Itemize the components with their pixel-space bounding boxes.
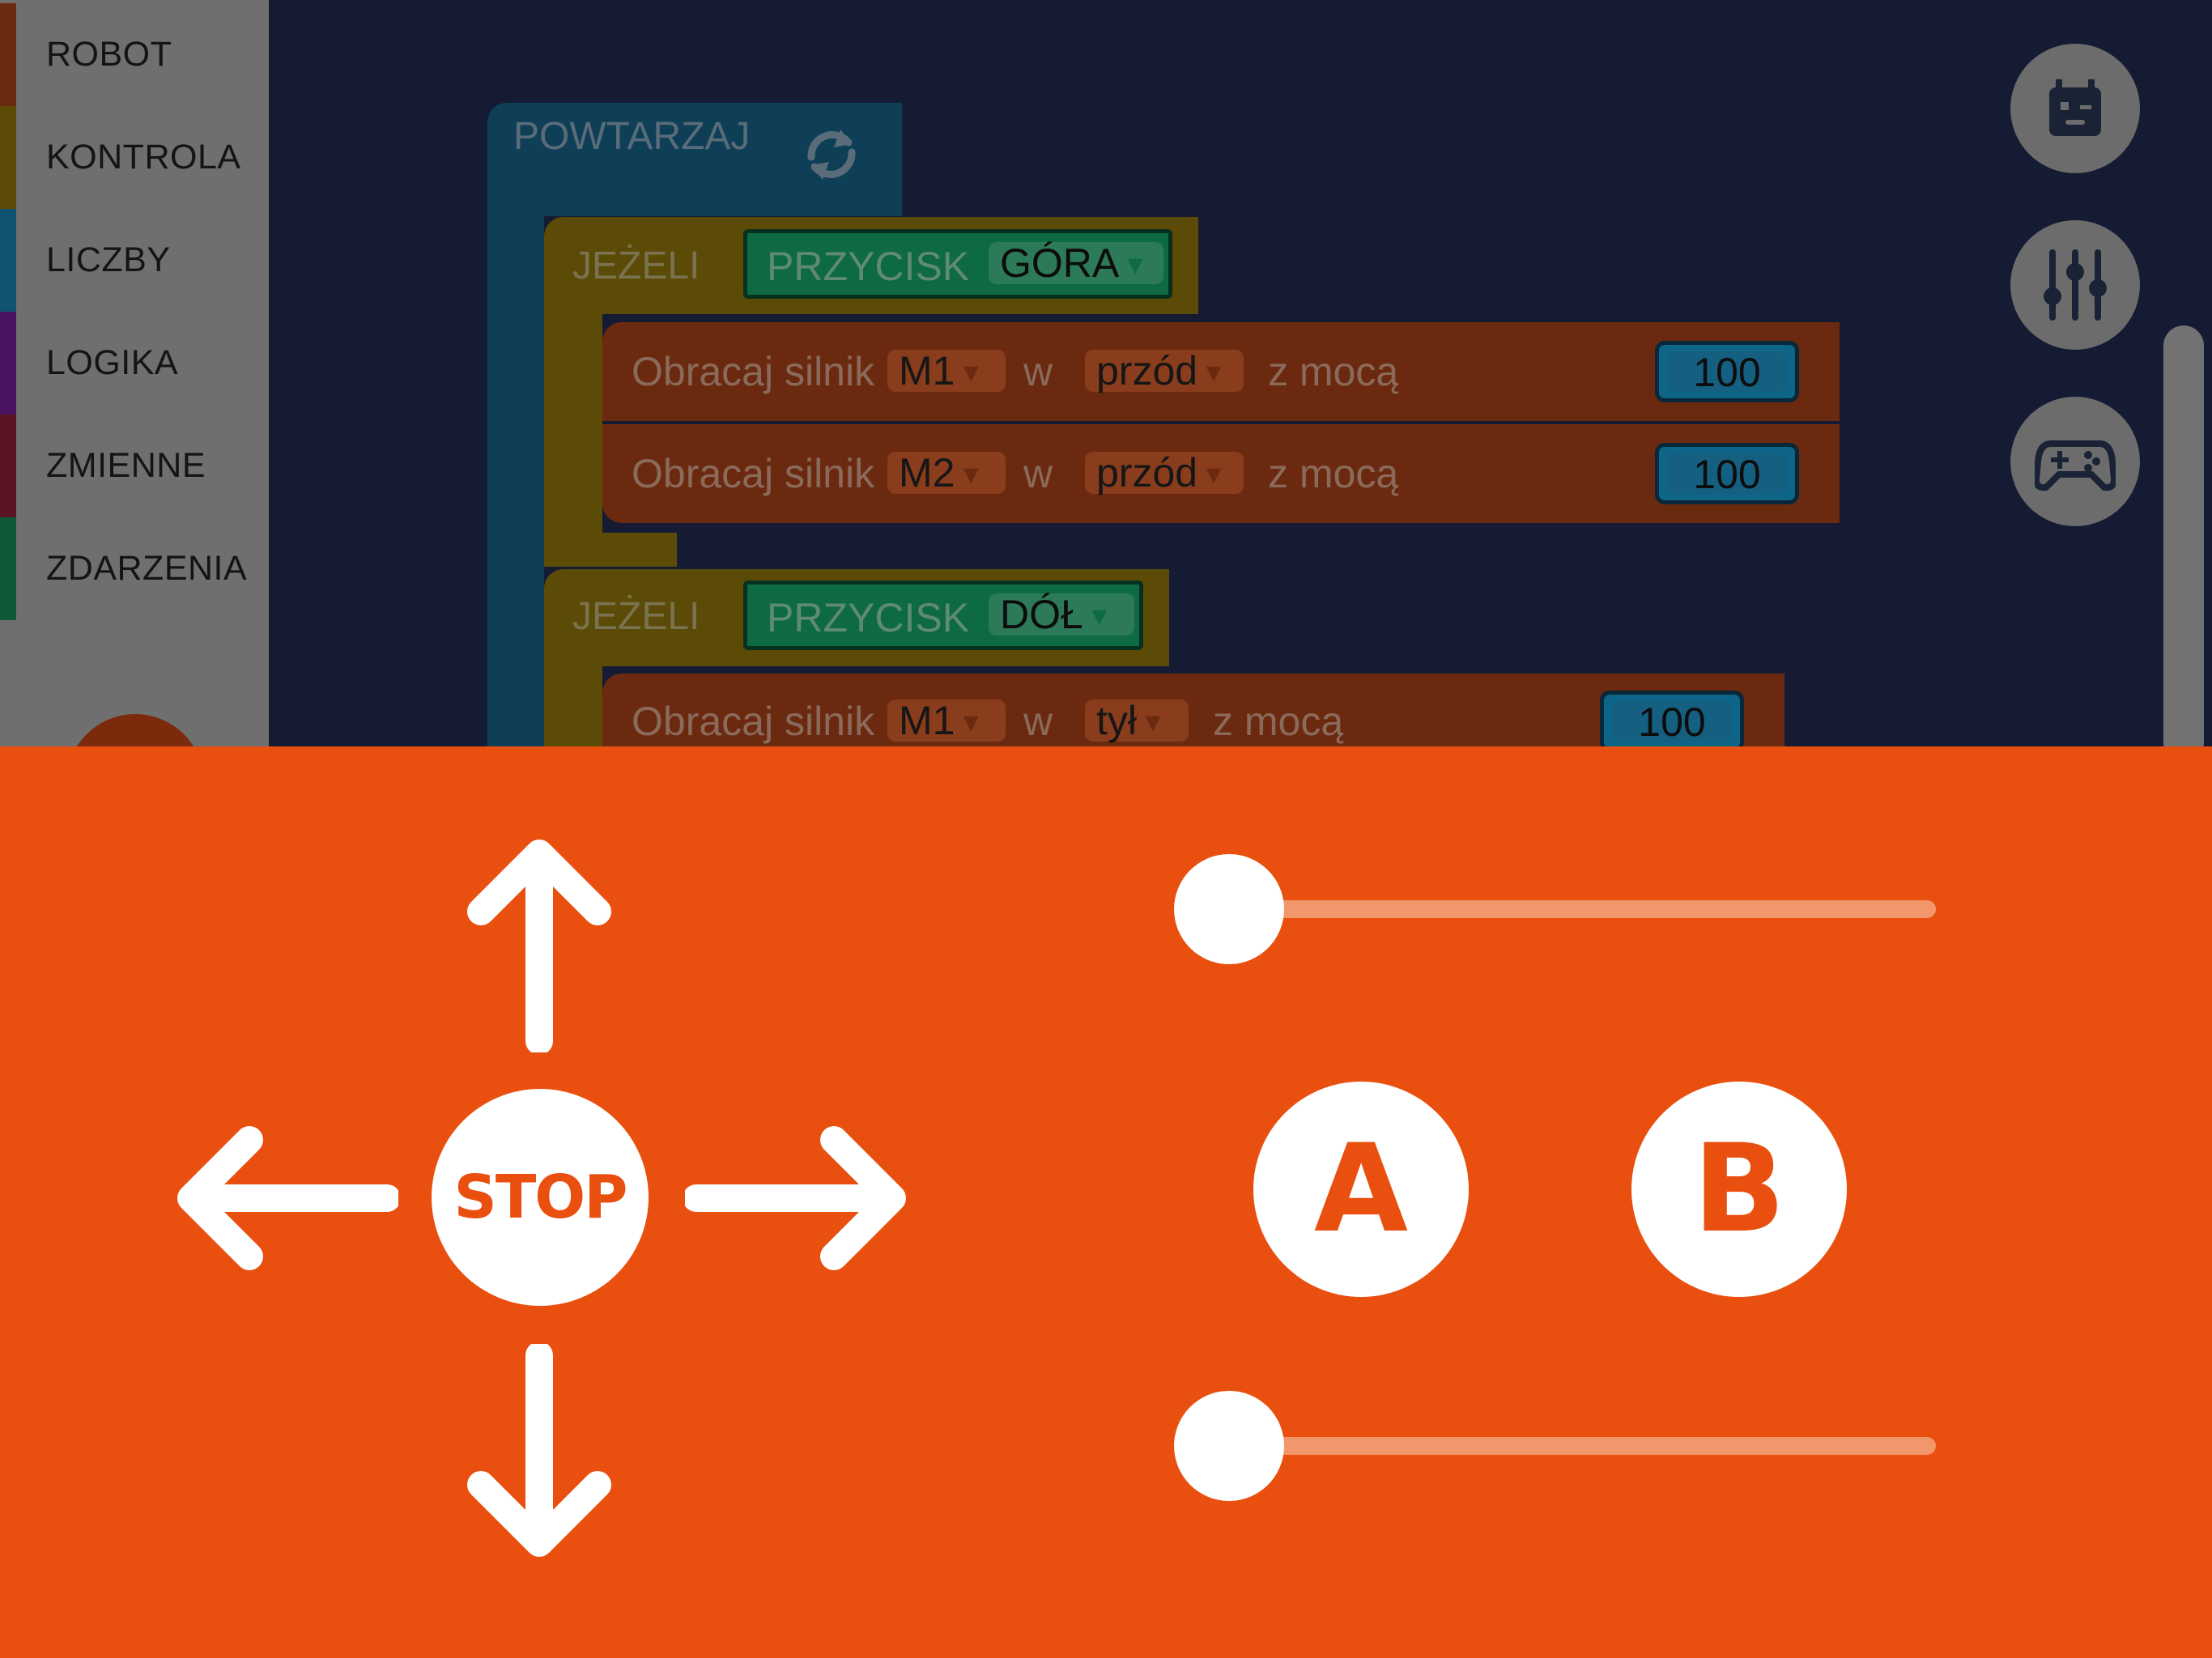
dropdown-value: przód bbox=[1096, 450, 1198, 495]
repeat-block[interactable] bbox=[487, 103, 902, 216]
workspace-scrollbar[interactable] bbox=[2163, 325, 2204, 763]
condition-label: PRZYCISK bbox=[767, 244, 970, 289]
category-label: ZMIENNE bbox=[46, 446, 206, 485]
motor-dropdown[interactable]: M1▼ bbox=[887, 350, 1006, 392]
motor-block[interactable]: Obracaj silnik M1▼ w przód▼ z mocą 100 bbox=[602, 322, 1840, 421]
dropdown-value: GÓRA bbox=[1000, 240, 1120, 286]
sliders-icon bbox=[2044, 249, 2107, 321]
category-label: ROBOT bbox=[46, 35, 172, 74]
power-value[interactable]: 100 bbox=[1612, 701, 1732, 743]
dropdown-caret-icon: ▼ bbox=[958, 460, 985, 489]
speed-slider-bottom-track[interactable] bbox=[1227, 1437, 1936, 1455]
category-kontrola[interactable]: KONTROLA bbox=[0, 106, 269, 209]
arrow-left-icon[interactable] bbox=[172, 1117, 398, 1279]
category-liczby[interactable]: LICZBY bbox=[0, 209, 269, 312]
motor-block-text: Obracaj silnik bbox=[632, 699, 875, 744]
button-dropdown[interactable]: GÓRA▼ bbox=[989, 242, 1163, 284]
gamepad-icon bbox=[2035, 440, 2116, 491]
category-color-bar bbox=[0, 209, 16, 312]
direction-dropdown[interactable]: tył▼ bbox=[1085, 699, 1189, 742]
direction-dropdown[interactable]: przód▼ bbox=[1085, 452, 1244, 494]
category-zmienne[interactable]: ZMIENNE bbox=[0, 414, 269, 517]
dropdown-caret-icon: ▼ bbox=[958, 358, 985, 387]
category-logika[interactable]: LOGIKA bbox=[0, 312, 269, 414]
w-label: w bbox=[1023, 349, 1053, 394]
category-color-bar bbox=[0, 106, 16, 209]
category-label: ZDARZENIA bbox=[46, 549, 248, 588]
sliders-button[interactable] bbox=[2010, 220, 2140, 350]
code-workspace[interactable]: POWTARZAJ JEŻELI PRZYCISK GÓRA▼ Obracaj … bbox=[269, 0, 2212, 746]
category-color-bar bbox=[0, 517, 16, 620]
speed-slider-top-track[interactable] bbox=[1227, 900, 1936, 918]
dropdown-value: M1 bbox=[899, 698, 955, 743]
if-block-footer bbox=[544, 533, 677, 567]
category-color-bar bbox=[0, 414, 16, 517]
motor-block-text: Obracaj silnik bbox=[632, 349, 875, 394]
category-color-bar bbox=[0, 312, 16, 414]
robot-face-icon bbox=[2049, 79, 2101, 136]
dropdown-caret-icon: ▼ bbox=[1201, 460, 1227, 489]
speed-slider-bottom-knob[interactable] bbox=[1174, 1391, 1284, 1501]
repeat-block-spine bbox=[487, 162, 544, 746]
direction-dropdown[interactable]: przód▼ bbox=[1085, 350, 1244, 392]
button-a[interactable]: A bbox=[1253, 1082, 1469, 1297]
button-condition[interactable]: PRZYCISK DÓŁ▼ bbox=[743, 580, 1143, 650]
stop-button[interactable]: STOP bbox=[432, 1089, 649, 1306]
if-block-spine bbox=[544, 656, 602, 746]
category-sidebar: ROBOT KONTROLA LICZBY LOGIKA ZMIENNE ZDA… bbox=[0, 0, 269, 852]
speed-slider-top-knob[interactable] bbox=[1174, 854, 1284, 964]
button-b[interactable]: B bbox=[1631, 1082, 1847, 1297]
dropdown-caret-icon: ▼ bbox=[1201, 358, 1227, 387]
motor-dropdown[interactable]: M1▼ bbox=[887, 699, 1006, 742]
power-value[interactable]: 100 bbox=[1667, 351, 1787, 393]
motor-block[interactable]: Obracaj silnik M2▼ w przód▼ z mocą 100 bbox=[602, 424, 1840, 523]
category-zdarzenia[interactable]: ZDARZENIA bbox=[0, 517, 269, 620]
arrow-right-icon[interactable] bbox=[685, 1117, 912, 1279]
motor-block[interactable]: Obracaj silnik M1▼ w tył▼ z mocą 100 bbox=[602, 674, 1784, 746]
power-label: z mocą bbox=[1268, 451, 1399, 496]
repeat-block-label: POWTARZAJ bbox=[513, 115, 751, 158]
arrow-up-icon[interactable] bbox=[458, 834, 620, 1052]
button-condition[interactable]: PRZYCISK GÓRA▼ bbox=[743, 229, 1172, 299]
dropdown-value: DÓŁ bbox=[1000, 592, 1083, 637]
w-label: w bbox=[1023, 451, 1053, 496]
dropdown-caret-icon: ▼ bbox=[1086, 602, 1112, 631]
motor-block-text: Obracaj silnik bbox=[632, 451, 875, 496]
power-number-block[interactable]: 100 bbox=[1655, 443, 1799, 504]
category-color-bar bbox=[0, 3, 16, 106]
w-label: w bbox=[1023, 699, 1053, 744]
category-label: LICZBY bbox=[46, 240, 171, 279]
if-block-spine bbox=[544, 308, 602, 567]
if-label: JEŻELI bbox=[572, 244, 700, 287]
category-robot[interactable]: ROBOT bbox=[0, 3, 269, 106]
dropdown-caret-icon: ▼ bbox=[1122, 250, 1148, 279]
dropdown-value: tył bbox=[1096, 698, 1137, 743]
robot-face-button[interactable] bbox=[2010, 44, 2140, 173]
arrow-down-icon[interactable] bbox=[458, 1344, 620, 1562]
if-label: JEŻELI bbox=[572, 595, 700, 638]
dropdown-caret-icon: ▼ bbox=[958, 708, 985, 737]
repeat-icon bbox=[807, 130, 856, 180]
power-label: z mocą bbox=[1268, 349, 1399, 394]
gamepad-button[interactable] bbox=[2010, 397, 2140, 526]
power-label: z mocą bbox=[1213, 699, 1344, 744]
dropdown-value: M2 bbox=[899, 450, 955, 495]
power-value[interactable]: 100 bbox=[1667, 453, 1787, 495]
power-number-block[interactable]: 100 bbox=[1600, 691, 1744, 746]
category-label: KONTROLA bbox=[46, 138, 241, 176]
category-label: LOGIKA bbox=[46, 343, 179, 382]
dropdown-caret-icon: ▼ bbox=[1140, 708, 1166, 737]
dropdown-value: M1 bbox=[899, 348, 955, 393]
power-number-block[interactable]: 100 bbox=[1655, 341, 1799, 402]
condition-label: PRZYCISK bbox=[767, 595, 970, 640]
motor-dropdown[interactable]: M2▼ bbox=[887, 452, 1006, 494]
button-dropdown[interactable]: DÓŁ▼ bbox=[989, 593, 1134, 636]
dropdown-value: przód bbox=[1096, 348, 1198, 393]
